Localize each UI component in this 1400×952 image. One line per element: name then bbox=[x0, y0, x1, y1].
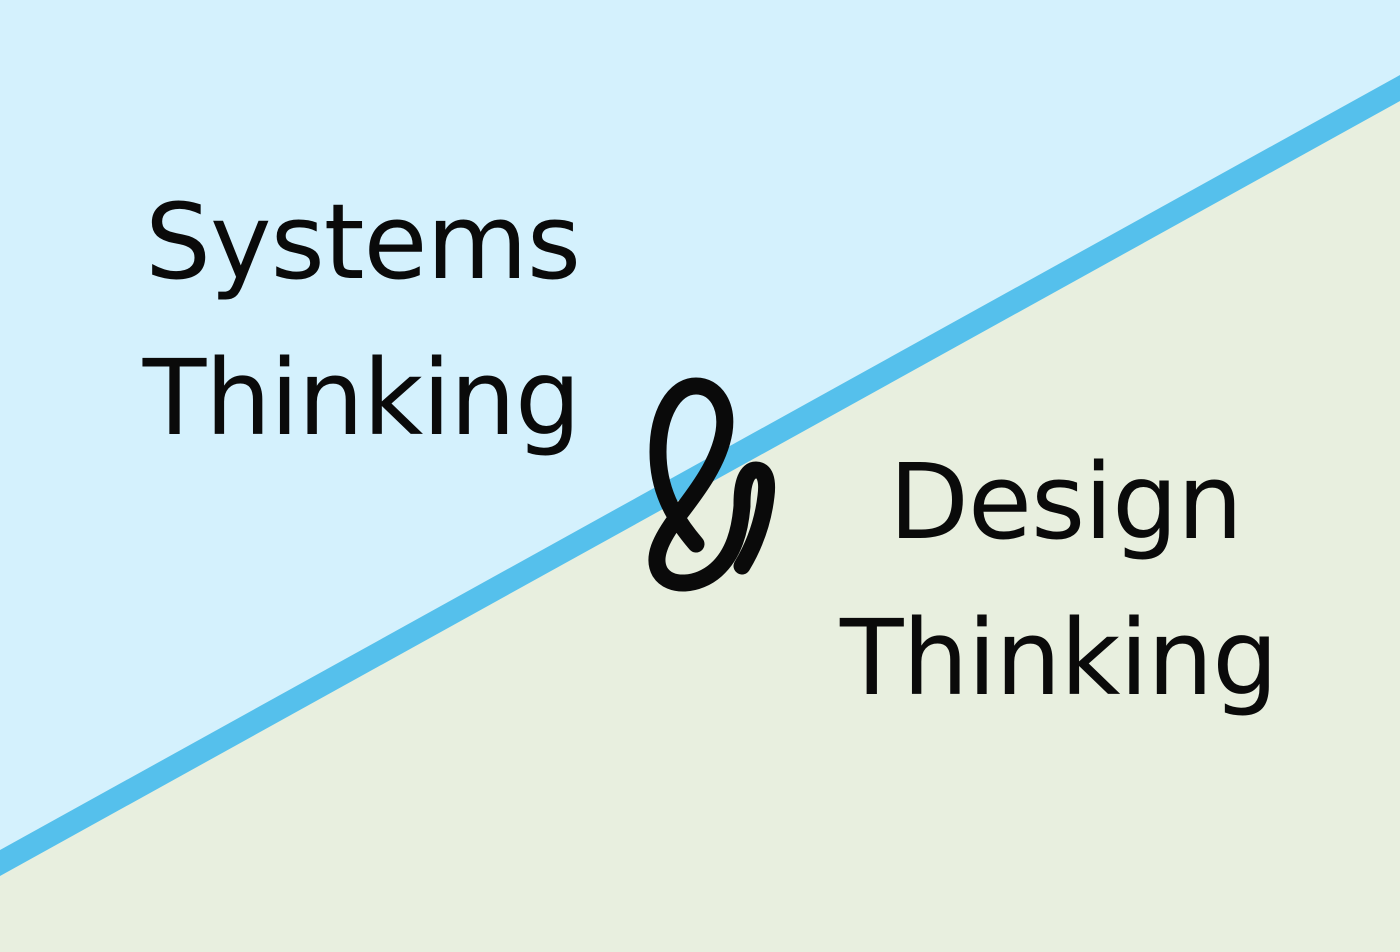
right-headline-line-1: Design bbox=[888, 441, 1243, 563]
left-headline-line-1: Systems bbox=[145, 181, 581, 303]
left-headline-block: Systems Thinking bbox=[120, 181, 581, 459]
right-headline-line-2: Thinking bbox=[840, 597, 1278, 719]
ampersand-icon bbox=[636, 348, 776, 592]
left-headline-line-2: Thinking bbox=[142, 337, 581, 459]
right-headline-block: Design Thinking bbox=[840, 441, 1278, 719]
ampersand-glyph bbox=[648, 377, 776, 592]
